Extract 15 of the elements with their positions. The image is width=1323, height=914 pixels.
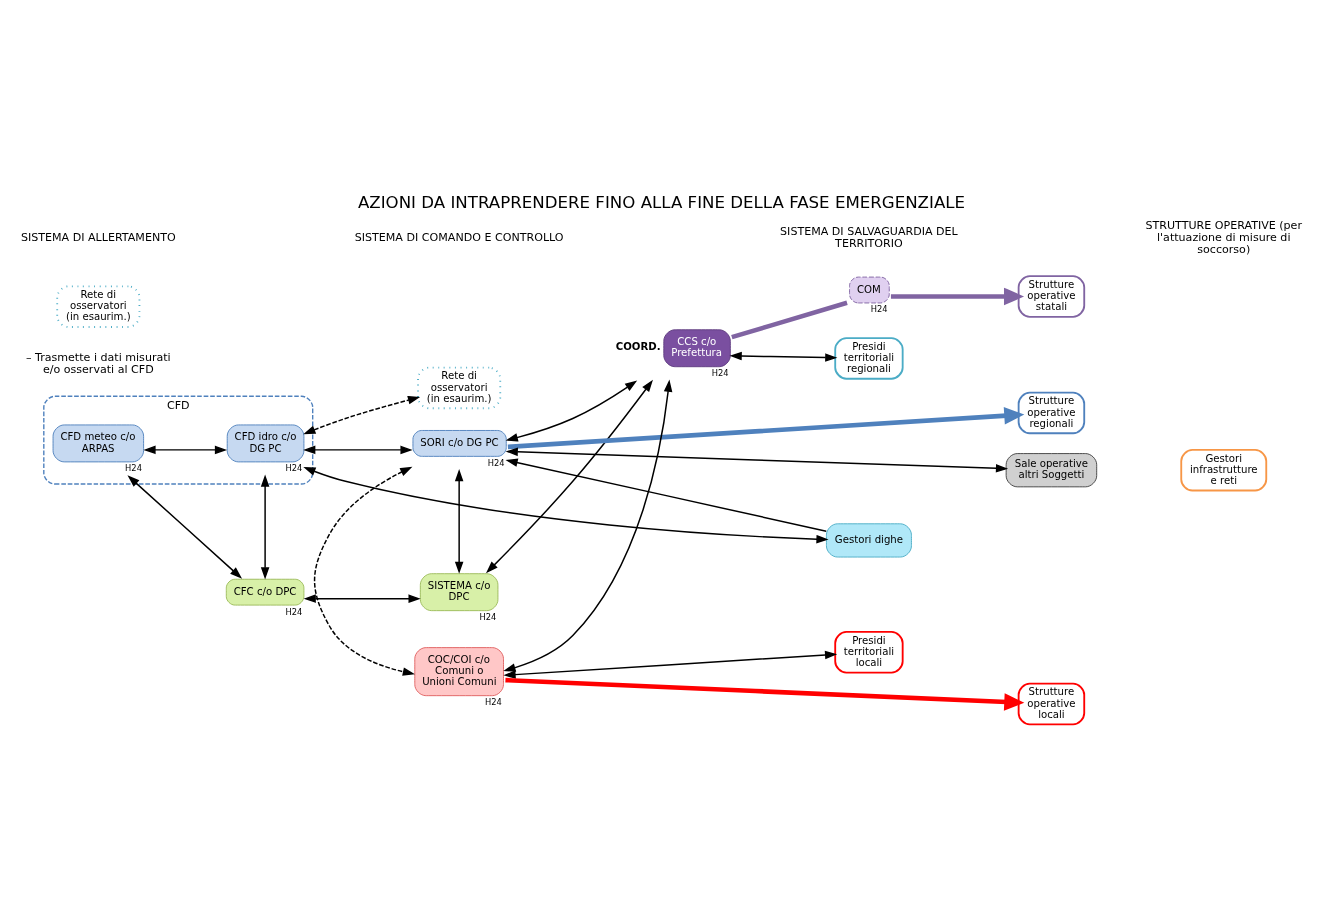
node-label: H24 [711,367,729,378]
label: SISTEMA DI SALVAGUARDIA DEL TERRITORIO [780,224,958,250]
node-label: H24 [870,303,888,314]
diagram-title: AZIONI DA INTRAPRENDERE FINO ALLA FINE DELLA FASE EMERGENZIALE [357,192,966,212]
label: – Trasmette i dati misurati e/o osservati al CFD [25,350,171,376]
node-label: H24 [285,462,303,473]
node-label: H24 [285,606,303,617]
label: STRUTTURE OPERATIVE (per l'attuazione di misure di soccorso) [1145,218,1302,256]
node-label: H24 [479,611,497,622]
node-label: COORD. [615,340,661,352]
node-label: H24 [125,462,142,473]
label: SISTEMA DI ALLERTAMENTO [20,230,176,244]
label: SISTEMA DI COMANDO E CONTROLLO [354,230,564,244]
node-label: H24 [485,696,502,707]
node-label: H24 [487,457,505,468]
